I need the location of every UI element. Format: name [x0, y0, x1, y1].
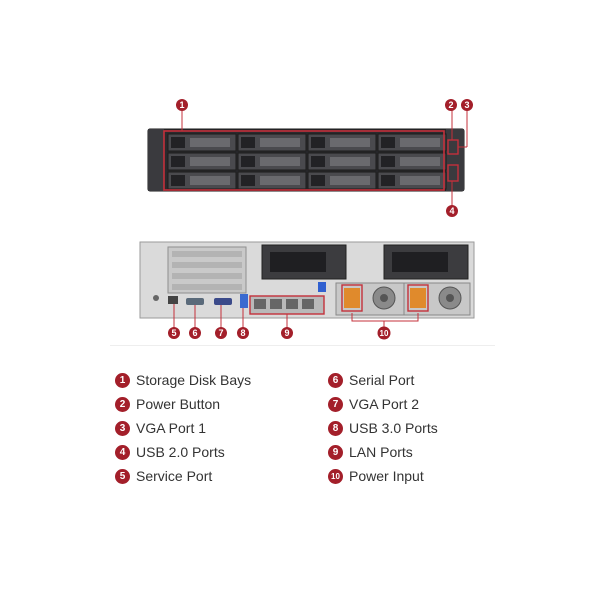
legend-label: USB 3.0 Ports	[349, 420, 438, 436]
marker-9: 9	[281, 327, 293, 339]
marker-10: 10	[377, 326, 391, 340]
legend-label: LAN Ports	[349, 444, 413, 460]
drive-bay-grid	[167, 133, 447, 190]
legend-item-serial-port: 6 Serial Port	[328, 370, 414, 390]
legend-badge: 6	[328, 372, 343, 388]
legend-label: Serial Port	[349, 372, 415, 388]
blue-tab	[318, 282, 326, 292]
front-right-ear	[446, 129, 464, 191]
drive-bay-vent	[330, 176, 370, 185]
legend-item-power-button: 2 Power Button	[115, 394, 220, 414]
server-front-view	[147, 128, 465, 192]
svg-text:6: 6	[192, 328, 197, 338]
legend-badge: 2	[115, 396, 130, 412]
drive-bay-vent	[190, 157, 230, 166]
drive-bay-handle	[241, 156, 255, 167]
drive-bay-handle	[241, 175, 255, 186]
drive-bay-vent	[330, 157, 370, 166]
legend-label: Storage Disk Bays	[136, 372, 252, 388]
legend-item-usb-2-ports: 4 USB 2.0 Ports	[115, 442, 225, 462]
legend-item-vga-port-1: 3 VGA Port 1	[115, 418, 206, 438]
legend-item-lan-ports: 9 LAN Ports	[328, 442, 413, 462]
legend-badge: 5	[115, 468, 130, 484]
legend-label: Power Input	[349, 468, 424, 484]
marker-4: 4	[446, 205, 458, 217]
drive-bay-handle	[381, 156, 395, 167]
legend-badge: 1	[115, 372, 130, 388]
marker-8: 8	[237, 327, 249, 339]
drive-bay-handle	[311, 175, 325, 186]
drive-bay-vent	[260, 157, 300, 166]
power-input-1-highlight	[341, 284, 363, 312]
vga-port-2	[214, 298, 232, 305]
power-input-2-highlight	[407, 284, 429, 312]
marker-7: 7	[215, 327, 227, 339]
marker-6: 6	[189, 327, 201, 339]
drive-bay-vent	[330, 138, 370, 147]
callout-legend: 1 Storage Disk Bays 2 Power Button 3 VGA…	[0, 368, 600, 498]
svg-text:2: 2	[448, 100, 453, 110]
legend-badge: 8	[328, 420, 343, 436]
drive-bay-handle	[171, 137, 185, 148]
svg-text:7: 7	[218, 328, 223, 338]
drive-bay-handle	[241, 137, 255, 148]
front-left-ear	[148, 129, 164, 191]
svg-text:3: 3	[464, 100, 469, 110]
usb-3-ports	[240, 294, 248, 308]
drive-bay-handle	[381, 175, 395, 186]
drive-bay-handle	[171, 175, 185, 186]
legend-item-service-port: 5 Service Port	[115, 466, 212, 486]
legend-badge: 3	[115, 420, 130, 436]
drive-bay-vent	[260, 138, 300, 147]
legend-item-storage-disk-bays: 1 Storage Disk Bays	[115, 370, 251, 390]
drive-bay-handle	[311, 156, 325, 167]
power-supply-1	[335, 282, 405, 316]
legend-item-usb-3-ports: 8 USB 3.0 Ports	[328, 418, 438, 438]
drive-bay-handle	[311, 137, 325, 148]
drive-bay-handle	[381, 137, 395, 148]
legend-badge: 7	[328, 396, 343, 412]
legend-item-power-input: 10 Power Input	[328, 466, 424, 486]
marker-1: 1	[176, 99, 188, 111]
server-rear-view	[139, 241, 475, 327]
drive-bay-vent	[400, 157, 440, 166]
svg-text:9: 9	[284, 328, 289, 338]
drive-bay-vent	[190, 138, 230, 147]
legend-badge: 4	[115, 444, 130, 460]
marker-5: 5	[168, 327, 180, 339]
legend-label: VGA Port 1	[136, 420, 207, 436]
power-supply-2	[403, 282, 471, 316]
legend-label: VGA Port 2	[349, 396, 420, 412]
legend-badge: 10	[328, 468, 343, 484]
drive-bay-handle	[171, 156, 185, 167]
drive-bay-vent	[190, 176, 230, 185]
id-button	[153, 295, 159, 301]
drive-bay-vent	[400, 138, 440, 147]
svg-text:4: 4	[449, 206, 454, 216]
serial-port	[186, 298, 204, 305]
usb-front-highlight	[447, 164, 459, 182]
pcie-riser-left	[167, 246, 247, 294]
legend-badge: 9	[328, 444, 343, 460]
svg-text:8: 8	[240, 328, 245, 338]
legend-label: Power Button	[136, 396, 221, 412]
drive-bay-vent	[260, 176, 300, 185]
callout-leaders	[173, 110, 468, 328]
legend-label: Service Port	[136, 468, 213, 484]
svg-text:10: 10	[380, 329, 389, 338]
marker-3: 3	[461, 99, 473, 111]
callout-markers: 1 2 3 4 5 6 7 8 9 10	[168, 99, 473, 340]
drive-bay-vent	[400, 176, 440, 185]
service-port	[168, 296, 178, 304]
divider	[110, 345, 495, 346]
svg-text:1: 1	[179, 100, 184, 110]
svg-text:5: 5	[171, 328, 176, 338]
legend-item-vga-port-2: 7 VGA Port 2	[328, 394, 419, 414]
storage-bay-highlight	[163, 130, 445, 191]
marker-2: 2	[445, 99, 457, 111]
legend-label: USB 2.0 Ports	[136, 444, 225, 460]
rear-drive-bays	[261, 244, 469, 280]
power-input-bracket	[351, 313, 419, 327]
